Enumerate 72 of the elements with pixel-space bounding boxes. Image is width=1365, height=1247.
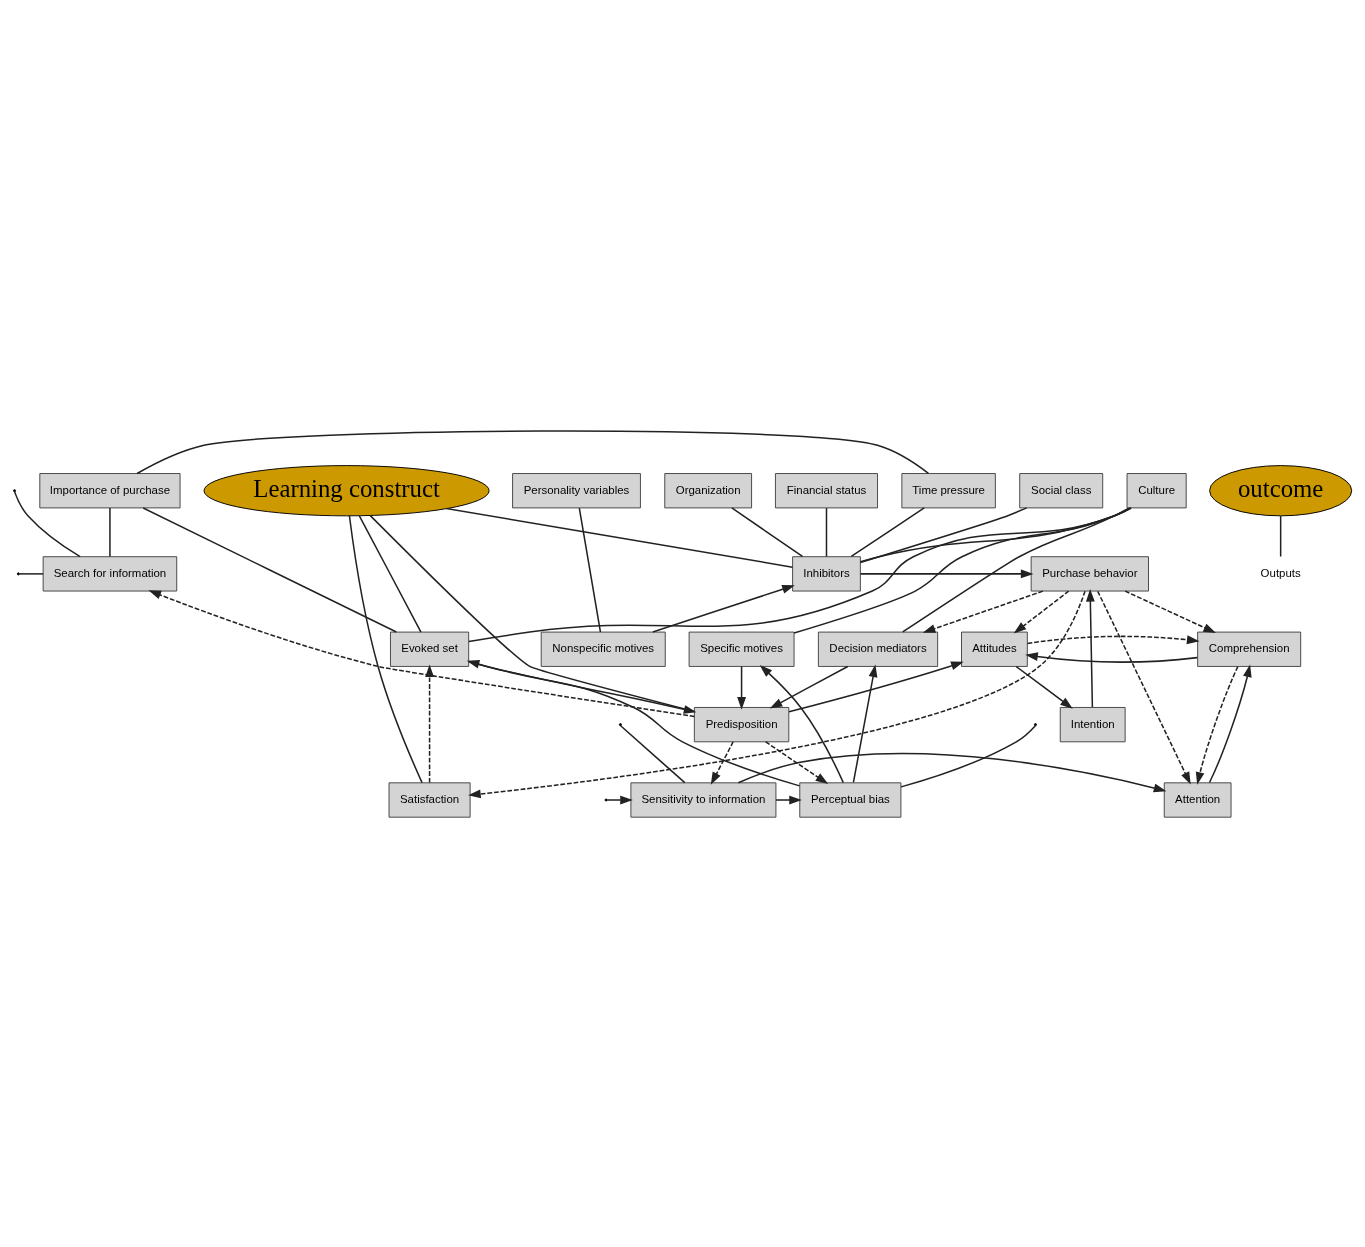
node-box: Evoked set bbox=[389, 631, 470, 667]
arrow bbox=[710, 740, 734, 785]
node-box: Importance of purchase bbox=[39, 472, 181, 508]
arrow bbox=[1015, 665, 1073, 709]
node-box: Culture bbox=[1126, 472, 1187, 508]
connector bbox=[900, 724, 1037, 788]
connector bbox=[619, 724, 686, 783]
node-box: Specific motives bbox=[688, 631, 795, 667]
node-text: Outputs bbox=[1260, 566, 1301, 579]
node-box: Financial status bbox=[774, 472, 878, 508]
connector bbox=[578, 506, 602, 633]
node-ellipse: Learning construct bbox=[203, 464, 490, 516]
connector bbox=[825, 506, 828, 557]
arrow bbox=[775, 795, 802, 804]
connector bbox=[369, 514, 696, 712]
arrow bbox=[468, 660, 697, 714]
connector bbox=[468, 506, 1132, 642]
arrow bbox=[922, 589, 1044, 633]
connector bbox=[850, 506, 925, 557]
node-box: Inhibitors bbox=[792, 555, 861, 592]
arrow bbox=[764, 740, 829, 784]
node-box: Perceptual bias bbox=[799, 781, 902, 818]
arrow bbox=[148, 589, 696, 717]
arrow bbox=[769, 665, 849, 708]
arrow bbox=[1124, 589, 1216, 633]
node-ellipse: outcome bbox=[1209, 464, 1353, 516]
node-box: Comprehension bbox=[1197, 631, 1302, 667]
connector bbox=[793, 506, 1132, 634]
connector bbox=[142, 506, 398, 633]
connector bbox=[1279, 514, 1282, 557]
node-box: Purchase behavior bbox=[1030, 555, 1149, 592]
arrow bbox=[468, 589, 1086, 798]
arrow bbox=[737, 665, 746, 710]
arrow bbox=[788, 661, 964, 713]
node-box: Time pressure bbox=[901, 472, 996, 508]
arrow bbox=[1026, 634, 1200, 644]
arrow bbox=[737, 752, 1167, 792]
arrow bbox=[606, 795, 633, 804]
arrow bbox=[652, 584, 795, 633]
node-box: Nonspecific motives bbox=[540, 631, 666, 667]
arrow bbox=[852, 663, 878, 783]
node-box: Intention bbox=[1059, 706, 1126, 742]
connector bbox=[358, 514, 422, 633]
connector bbox=[859, 506, 1028, 563]
node-box: Social class bbox=[1019, 472, 1104, 508]
connector bbox=[18, 572, 44, 575]
connector bbox=[136, 429, 930, 474]
arrow bbox=[859, 568, 1034, 578]
arrow bbox=[1208, 663, 1252, 783]
node-box: Search for information bbox=[42, 555, 178, 592]
arrow bbox=[425, 663, 434, 783]
connector bbox=[13, 490, 81, 557]
connector bbox=[731, 506, 804, 557]
arrow bbox=[1097, 590, 1191, 785]
node-box: Organization bbox=[664, 472, 753, 508]
node-box: Predisposition bbox=[693, 706, 790, 742]
node-box: Sensitivity to information bbox=[630, 781, 777, 818]
node-box: Attitudes bbox=[961, 631, 1028, 667]
arrow bbox=[759, 664, 845, 783]
arrow bbox=[466, 659, 801, 787]
connector bbox=[109, 506, 111, 557]
connector bbox=[445, 507, 794, 568]
node-box: Decision mediators bbox=[817, 631, 939, 667]
arrow bbox=[1085, 588, 1095, 708]
arrow bbox=[1025, 651, 1198, 663]
arrow bbox=[1013, 589, 1070, 633]
connector bbox=[348, 514, 423, 783]
node-box: Personality variables bbox=[512, 472, 641, 508]
node-box: Attention bbox=[1163, 781, 1232, 818]
connector bbox=[901, 506, 1130, 633]
arrow bbox=[1195, 665, 1239, 785]
node-box: Satisfaction bbox=[388, 781, 471, 818]
